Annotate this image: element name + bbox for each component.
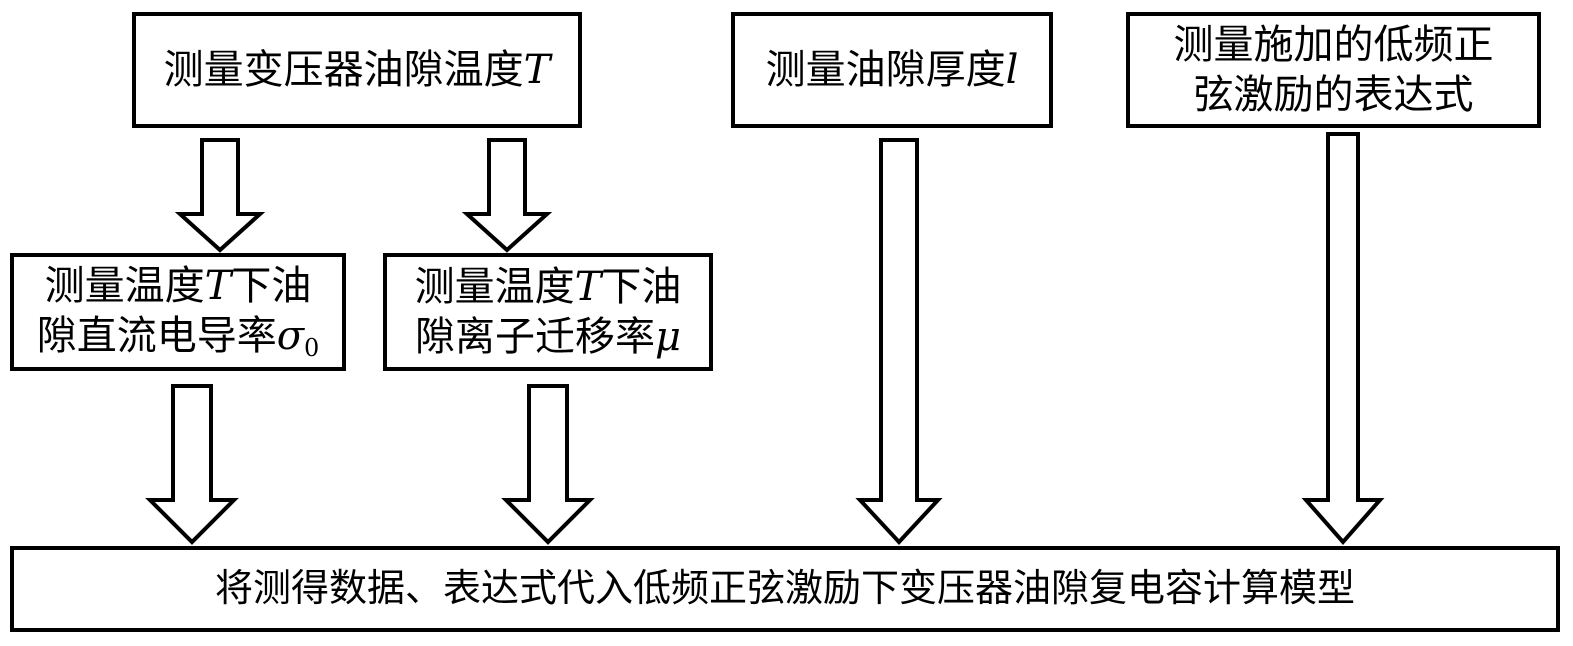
arrow-thickness-to-final: [860, 140, 938, 542]
arrow-conductivity-to-final: [150, 386, 234, 542]
arrow-mobility-to-final: [506, 386, 590, 542]
arrow-temp-to-conductivity: [180, 140, 260, 250]
arrow-temp-to-mobility: [467, 140, 547, 250]
arrow-excitation-to-final: [1306, 134, 1380, 542]
